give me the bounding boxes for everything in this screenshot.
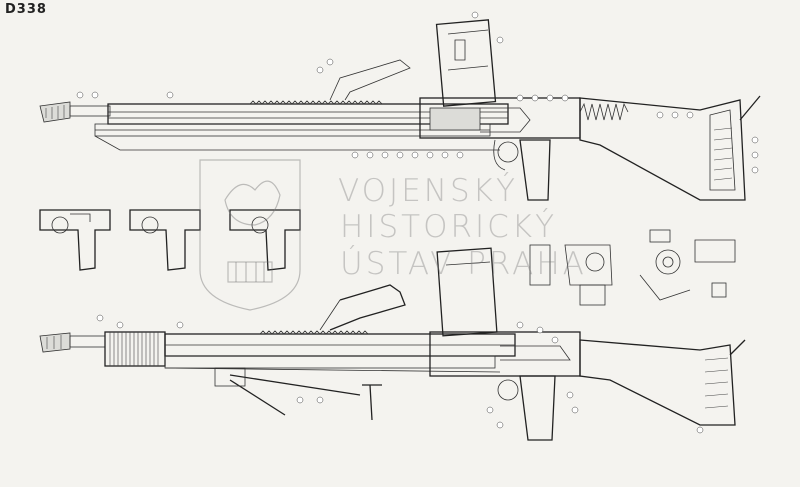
part-callouts <box>76 11 759 434</box>
watermark-line-1: VOJENSKÝ <box>338 173 518 209</box>
sheet-id-label: D338 <box>5 2 47 17</box>
watermark-line-2: HISTORICKÝ <box>340 209 558 245</box>
magazine-detail <box>529 244 613 286</box>
bipod-detail <box>214 367 382 421</box>
small-parts-details <box>579 229 736 306</box>
lower-machine-gun-section <box>39 247 746 441</box>
watermark-line-3: ÚSTAV PRAHA <box>340 246 587 282</box>
crest-emblem <box>199 159 301 311</box>
trigger-group-detail-center <box>129 209 301 271</box>
trigger-group-detail-left <box>39 209 111 271</box>
upper-machine-gun-section <box>39 19 761 201</box>
